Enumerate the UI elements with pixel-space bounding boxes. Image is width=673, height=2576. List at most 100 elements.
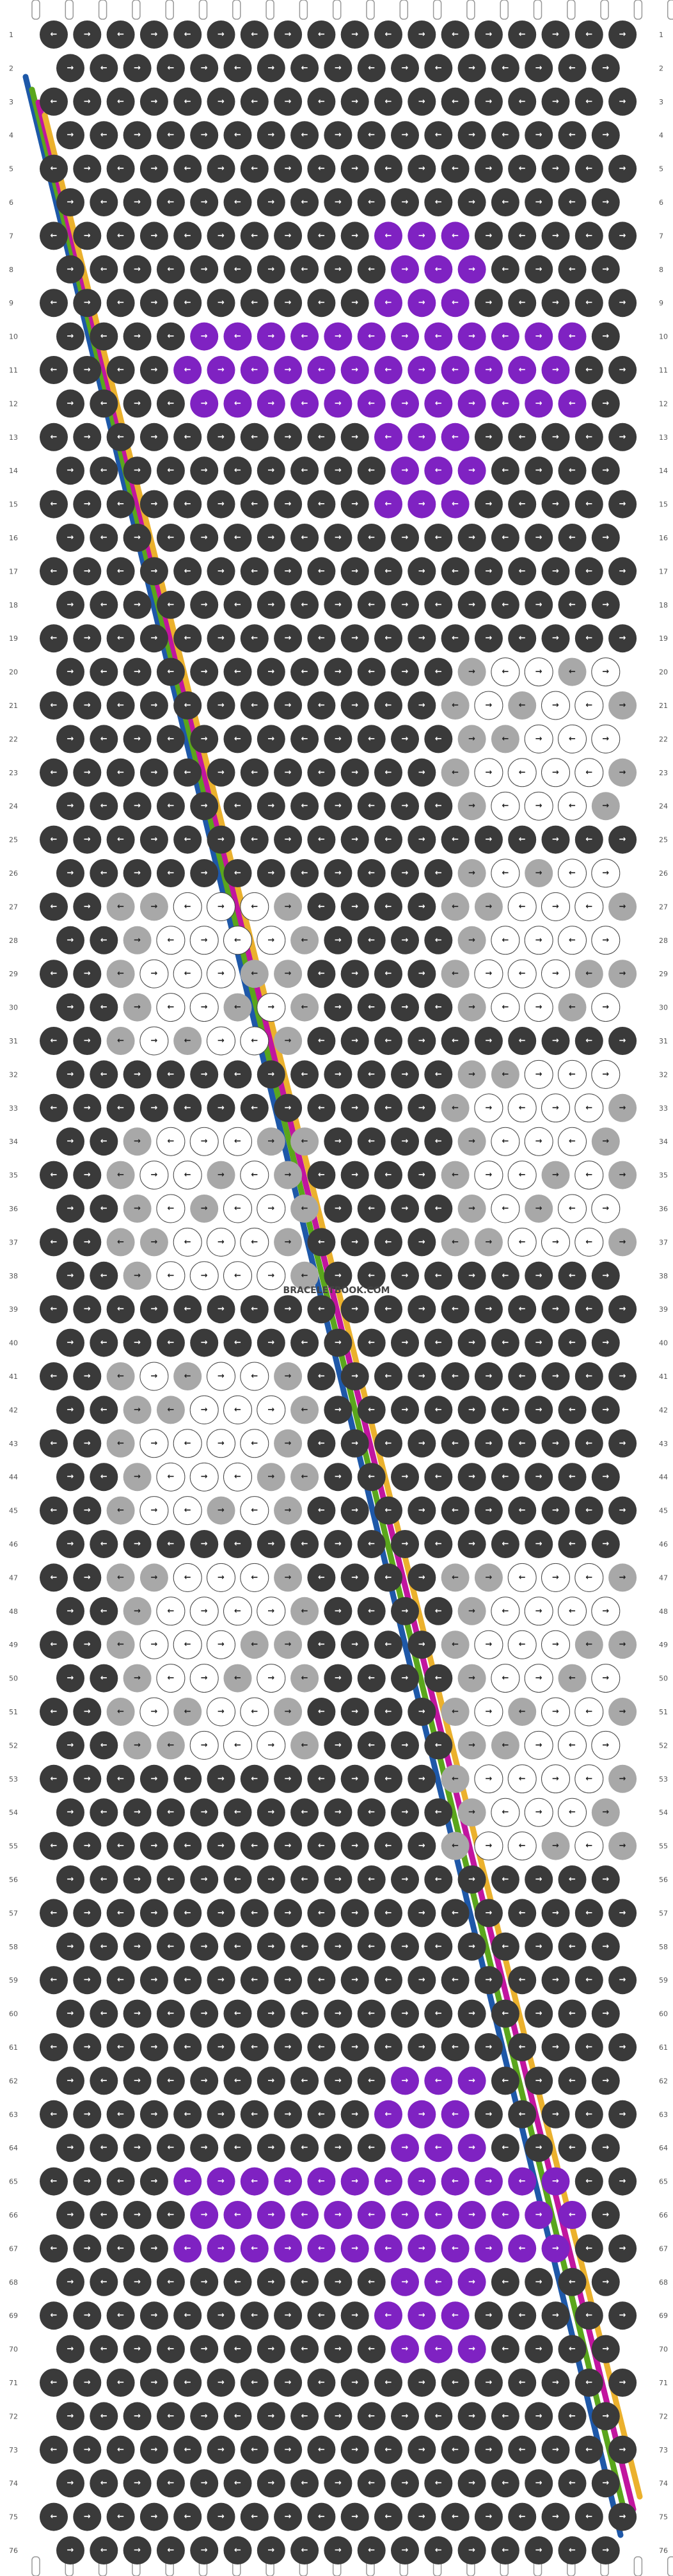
knot [391,1597,419,1625]
knot [357,1195,386,1223]
knot-arrow: ← [251,969,258,979]
knot [541,825,570,854]
knot-arrow: ← [51,1036,58,1046]
knot [156,188,185,216]
knot [257,725,285,753]
knot-arrow: → [67,399,74,408]
knot-arrow: ← [452,1103,459,1113]
knot [541,20,570,49]
knot [357,590,386,619]
knot [223,456,252,485]
knot [307,825,336,854]
knot [223,1462,252,1492]
knot [474,825,503,854]
knot [408,289,436,318]
knot-arrow: → [335,332,342,341]
knot [391,1261,419,1290]
row-number-right: 36 [659,1205,668,1213]
knot [139,1295,168,1324]
knot-arrow: → [84,1506,91,1515]
knot [207,1093,235,1122]
knot [424,1597,453,1625]
knot-arrow: → [418,701,425,711]
knot-arrow: ← [234,1606,241,1616]
knot [223,859,252,887]
knot [340,1027,369,1055]
knot-arrow: ← [167,1808,174,1817]
knot [106,490,135,519]
row-number-right: 41 [659,1373,668,1381]
knot-arrow: → [418,499,425,509]
knot-arrow: → [285,499,292,509]
knot-arrow: ← [318,567,325,576]
pattern-row: ←→←→←→←→←→←→←→←→←→ [40,221,637,250]
knot [608,2301,637,2330]
row-number-right: 70 [659,2346,668,2354]
knot-arrow: → [402,2009,409,2018]
knot [508,2033,537,2061]
knot-arrow: ← [452,1438,459,1448]
knot-arrow: ← [452,2244,459,2253]
knot-arrow: → [201,1808,208,1817]
knot-arrow: → [619,2445,626,2454]
knot-arrow: ← [385,1372,392,1381]
knot-arrow: → [201,63,208,73]
knot [123,2536,152,2564]
knot [139,1764,168,1793]
knot [73,2502,102,2531]
knot-arrow: ← [184,2512,191,2522]
knot [240,1161,269,1190]
knot-arrow: → [485,1774,492,1783]
knot-arrow: → [134,600,141,609]
knot-arrow: → [267,1875,274,1885]
knot-arrow: ← [234,1338,241,1348]
knot [324,2536,352,2564]
knot-arrow: ← [51,1841,58,1851]
knot-arrow: → [552,2043,559,2052]
knot-arrow: ← [234,198,241,207]
knot [608,356,637,384]
row-number-right: 27 [659,903,668,911]
knot-arrow: ← [100,1942,107,1951]
knot [357,1597,386,1625]
pattern-row: ←→←→←→←→←→←→←→←→←→ [40,1295,637,1324]
knot-arrow: ← [435,2009,442,2018]
knot-arrow: ← [167,2411,174,2421]
knot-arrow: → [267,1741,274,1750]
knot [608,960,637,988]
knot [207,1764,235,1793]
knot-arrow: → [535,131,542,140]
knot [340,2301,369,2330]
knot-arrow: → [285,2043,292,2052]
knot-arrow: ← [100,869,107,878]
knot [424,2066,453,2095]
knot-arrow: → [402,1808,409,1817]
pattern-row: →←→←→←→←→←→←→←→←→ [56,1999,620,2028]
knot-arrow: → [150,835,157,844]
knot [156,859,185,887]
knot [457,1932,486,1961]
knot-arrow: → [402,332,409,341]
knot [73,87,102,116]
knot [541,2369,570,2397]
knot-arrow: → [67,801,74,811]
row-number-left: 34 [9,1138,18,1146]
knot-arrow: → [150,1305,157,1314]
knot-arrow: → [468,2479,475,2488]
knot [240,2369,269,2397]
knot [240,1026,269,1056]
knot-arrow: → [602,2277,609,2287]
knot-arrow: ← [368,1808,375,1817]
knot [274,356,303,384]
knot [340,1563,369,1592]
pattern-row: ←→←→←→←→←→←→←→←→←→ [40,1227,637,1257]
knot [324,1865,352,1894]
knot [357,2134,386,2162]
knot [608,1698,637,1726]
knot [541,490,570,519]
knot [240,1563,269,1592]
knot [508,20,537,49]
pattern-row: →←→←→←→←→←→←→←→←→ [56,2536,620,2564]
knot [90,2201,118,2229]
